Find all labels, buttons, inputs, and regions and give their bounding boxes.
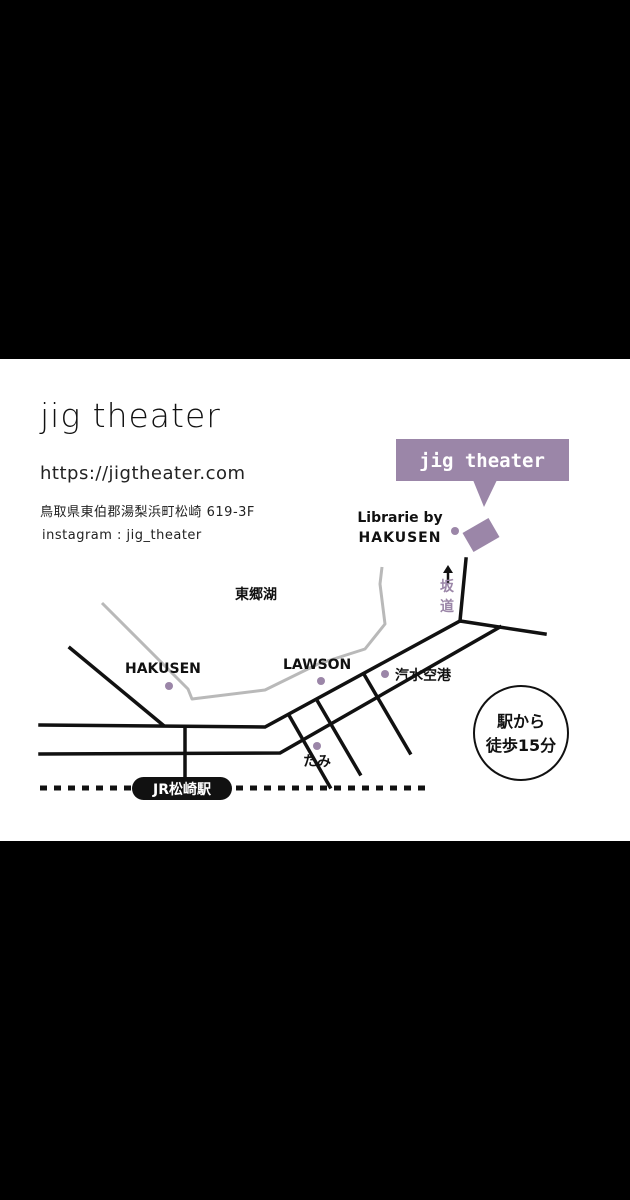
destination-callout[interactable]: jig theater: [396, 439, 569, 507]
station-label: JR松崎駅: [152, 781, 212, 798]
librarie-marker-icon: [451, 527, 459, 535]
tami-marker-icon: [313, 742, 321, 750]
map-card: jig theater https://jigtheater.com 鳥取県東伯…: [0, 359, 630, 841]
cross-road-1: [287, 714, 333, 790]
slope-road: [458, 557, 468, 623]
destination-label: jig theater: [419, 450, 545, 472]
lake-label: 東郷湖: [235, 586, 277, 603]
slope-char-2: 道: [440, 598, 454, 615]
lawson-label: LAWSON: [283, 657, 351, 673]
landmark-dots: [165, 527, 459, 750]
lawson-marker-icon: [317, 677, 325, 685]
uphill-arrow-icon: [443, 565, 453, 583]
instagram-handle[interactable]: instagram : jig_theater: [42, 528, 202, 543]
main-road: [38, 619, 547, 729]
cross-road-3: [362, 673, 413, 756]
slope-char-1: 坂: [440, 578, 455, 595]
walk-line-2: 徒歩15分: [485, 736, 556, 755]
librarie-label-line2: HAKUSEN: [359, 530, 442, 546]
northwest-road: [67, 645, 166, 728]
page-title: jig theater: [39, 396, 221, 435]
kisui-marker-icon: [381, 670, 389, 678]
hakusen-marker-icon: [165, 682, 173, 690]
librarie-label-line1: Librarie by: [357, 510, 442, 526]
tami-label: たみ: [303, 754, 331, 770]
second-road: [38, 624, 503, 756]
jig-theater-building-icon[interactable]: [462, 517, 500, 553]
address-text: 鳥取県東伯郡湯梨浜町松崎 619-3F: [40, 504, 255, 520]
cross-road-2: [315, 699, 363, 777]
hakusen-label: HAKUSEN: [125, 661, 201, 677]
lake-shore-line: [100, 566, 387, 701]
road-network: [38, 557, 547, 790]
walk-line-1: 駅から: [496, 712, 545, 731]
walk-time-badge: 駅から 徒歩15分: [473, 685, 569, 781]
station-badge[interactable]: JR松崎駅: [132, 777, 232, 800]
kisui-label: 汽水空港: [395, 667, 452, 684]
website-url[interactable]: https://jigtheater.com: [40, 463, 246, 484]
access-map: jig theater https://jigtheater.com 鳥取県東伯…: [38, 396, 569, 800]
